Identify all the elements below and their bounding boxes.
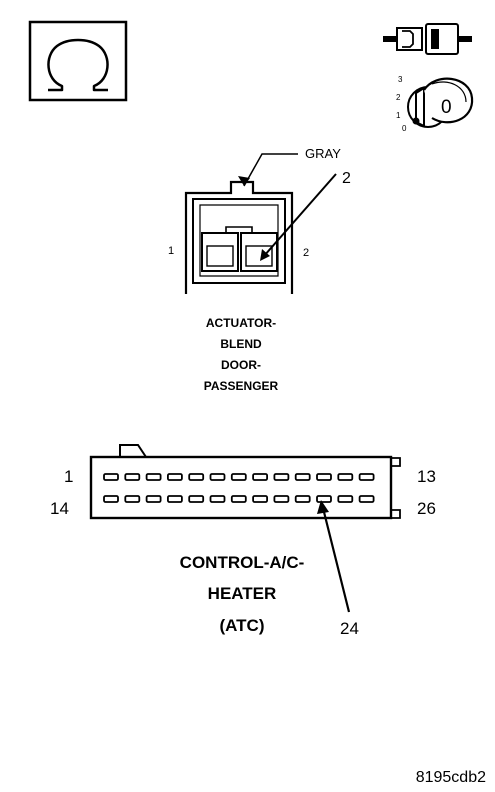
pin-cavity-18 [188, 495, 205, 503]
actuator-title-line-4: PASSENGER [204, 379, 279, 393]
pin-cavity-17 [166, 495, 183, 503]
pin-cavity-19 [209, 495, 226, 503]
control-title-line-2: HEATER [208, 584, 277, 603]
pin-cavity-11 [316, 473, 332, 481]
pin-cavity-1 [103, 473, 119, 481]
actuator-wire-color: GRAY [305, 146, 341, 161]
actuator-title-line-2: BLEND [220, 337, 262, 351]
pin-cavity-7 [230, 473, 247, 481]
control-title-line-3: (ATC) [220, 616, 265, 635]
pin-rows [103, 473, 375, 503]
connector-plug-icon [383, 23, 472, 55]
control-pin-1: 1 [64, 467, 73, 486]
control-pin-14: 14 [50, 499, 69, 518]
pin-cavity-20 [230, 495, 247, 503]
actuator-title: ACTUATOR- BLEND DOOR- PASSENGER [204, 316, 279, 393]
pin-cavity-23 [294, 495, 311, 503]
ignition-position-2: 2 [396, 93, 401, 102]
control-pin-26: 26 [417, 499, 436, 518]
control-callout-pin: 24 [340, 619, 359, 638]
pin-cavity-24 [316, 495, 332, 503]
ignition-position-3: 3 [398, 75, 403, 84]
pin-cavity-26 [358, 495, 375, 503]
actuator-pin-right: 2 [303, 247, 309, 259]
control-title-line-1: CONTROL-A/C- [180, 553, 305, 572]
pin-cavity-8 [252, 473, 269, 481]
pin-cavity-14 [103, 495, 119, 503]
actuator-callout-pin: 2 [342, 170, 351, 187]
figure-id: 8195cdb2 [416, 769, 486, 786]
pin-cavity-5 [188, 473, 205, 481]
pin-cavity-4 [166, 473, 183, 481]
actuator-pin-left: 1 [168, 245, 174, 257]
actuator-title-line-3: DOOR- [221, 358, 261, 372]
ignition-position-0: 0 [402, 124, 407, 133]
pin-cavity-15 [124, 495, 141, 503]
pin-cavity-9 [273, 473, 290, 481]
actuator-title-line-1: ACTUATOR- [206, 316, 276, 330]
ignition-position-1: 1 [396, 111, 401, 120]
pin-cavity-2 [124, 473, 141, 481]
pin-cavity-21 [252, 495, 269, 503]
pin-cavity-25 [337, 495, 354, 503]
control-connector: 1 13 14 26 24 [50, 444, 436, 638]
pin-cavity-12 [337, 473, 354, 481]
pin-cavity-22 [273, 495, 290, 503]
ignition-switch-key-icon: 3 2 1 0 0 [396, 75, 474, 133]
actuator-connector: GRAY 2 1 2 [168, 146, 351, 294]
pin-cavity-16 [145, 495, 162, 503]
pin-cavity-6 [209, 473, 226, 481]
control-pin-13: 13 [417, 467, 436, 486]
control-title: CONTROL-A/C- HEATER (ATC) [180, 553, 305, 635]
ohm-symbol-icon [28, 20, 128, 102]
pin-cavity-10 [294, 473, 311, 481]
ignition-key-label: 0 [441, 97, 452, 118]
pin-cavity-13 [358, 473, 375, 481]
pin-cavity-3 [145, 473, 162, 481]
